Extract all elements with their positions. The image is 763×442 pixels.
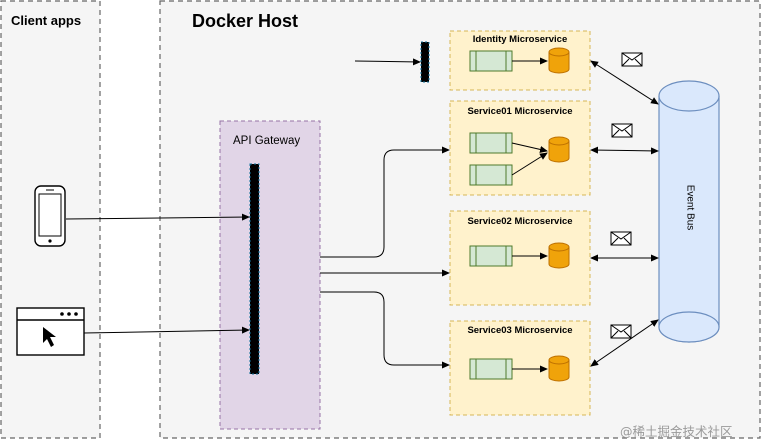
component-icon xyxy=(469,358,513,380)
service01-title: Service01 Microservice xyxy=(467,106,573,117)
api-gateway-bar xyxy=(249,163,260,375)
api-gateway-box[interactable] xyxy=(219,120,321,430)
component-icon xyxy=(469,245,513,267)
event-bus-cylinder[interactable] xyxy=(658,80,720,343)
service03-title: Service03 Microservice xyxy=(467,325,573,336)
envelope-icon xyxy=(621,52,643,67)
envelope-icon xyxy=(610,324,632,339)
watermark-text: @稀土掘金技术社区 xyxy=(620,424,733,439)
component-icon xyxy=(469,132,513,154)
service02-title: Service02 Microservice xyxy=(467,216,573,227)
database-icon xyxy=(548,47,570,74)
envelope-icon xyxy=(610,231,632,246)
mobile-phone-icon[interactable] xyxy=(34,185,66,247)
browser-window-icon[interactable] xyxy=(16,307,85,356)
component-icon xyxy=(469,50,513,72)
event-bus-label: Event Bus xyxy=(684,184,696,231)
envelope-icon xyxy=(611,123,633,138)
identity-service-title: Identity Microservice xyxy=(472,34,568,45)
database-icon xyxy=(548,355,570,382)
database-icon xyxy=(548,136,570,163)
component-icon xyxy=(469,164,513,186)
identity-entry-bar xyxy=(420,41,430,83)
database-icon xyxy=(548,242,570,269)
api-gateway-label: API Gateway xyxy=(233,135,301,147)
client-apps-title: Client apps xyxy=(11,13,82,28)
docker-host-title: Docker Host xyxy=(192,11,299,31)
